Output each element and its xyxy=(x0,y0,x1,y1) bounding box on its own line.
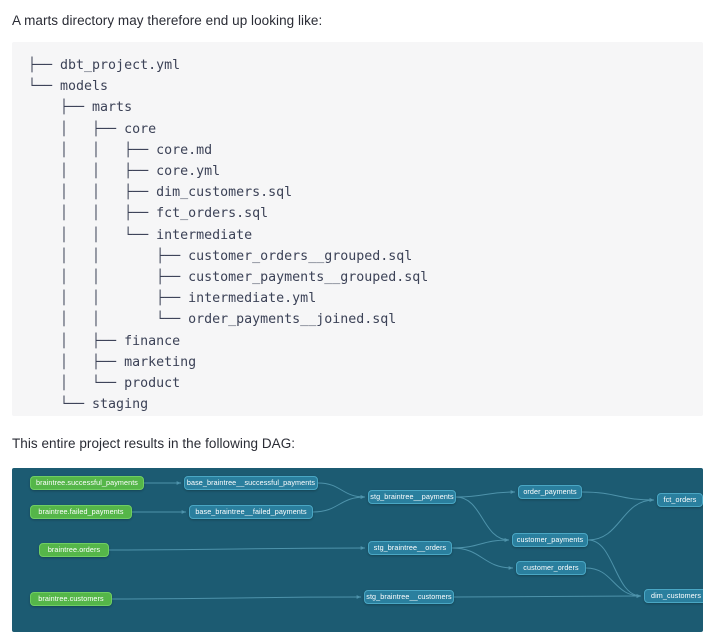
dag-node-src-orders[interactable]: braintree.orders xyxy=(39,543,109,557)
dag-edge-stg_orders-to-customer_orders xyxy=(451,547,514,570)
dag-edge-base_failed-to-stg_payments xyxy=(312,495,366,513)
dag-node-stg-payments[interactable]: stg_braintree__payments xyxy=(368,490,456,504)
dag-node-customer-payments[interactable]: customer_payments xyxy=(512,533,588,547)
dag-node-fct-orders[interactable]: fct_orders xyxy=(657,493,703,507)
dag-diagram[interactable]: braintree.successful_payments braintree.f… xyxy=(12,468,703,632)
dag-node-order-payments[interactable]: order_payments xyxy=(518,485,582,499)
dag-node-stg-orders[interactable]: stg_braintree__orders xyxy=(368,541,452,555)
dag-node-src-customers[interactable]: braintree.customers xyxy=(30,592,112,606)
dag-edge-stg_payments-to-customer_payments xyxy=(455,496,510,542)
dag-edge-customer_payments-to-dim_customers xyxy=(587,539,642,598)
dag-node-src-failed[interactable]: braintree.failed_payments xyxy=(30,505,132,519)
dag-edge-base_successful-to-stg_payments xyxy=(317,482,366,499)
dag-edge-stg_payments-to-order_payments xyxy=(455,490,516,498)
dag-edge-stg_customers-to-dim_customers xyxy=(453,594,642,598)
dag-node-base-successful[interactable]: base_braintree__successful_payments xyxy=(184,476,318,490)
dag-intro-paragraph: This entire project results in the follo… xyxy=(12,436,296,451)
dag-edge-layer xyxy=(108,481,655,600)
dag-node-customer-orders[interactable]: customer_orders xyxy=(516,561,586,575)
dag-edge-order_payments-to-fct_orders xyxy=(581,491,655,502)
dag-edge-src_orders-to-stg_orders xyxy=(108,546,366,551)
dag-node-src-successful[interactable]: braintree.successful_payments xyxy=(30,476,144,490)
dag-edge-src_customers-to-stg_customers xyxy=(111,595,362,600)
dag-node-base-failed[interactable]: base_braintree__failed_payments xyxy=(189,505,313,519)
dag-node-dim-customers[interactable]: dim_customers xyxy=(644,589,703,603)
dag-edge-stg_orders-to-customer_payments xyxy=(451,538,510,549)
dag-edge-customer_orders-to-dim_customers xyxy=(585,567,642,598)
directory-tree-code-block: ├── dbt_project.yml └── models ├── marts… xyxy=(12,42,703,416)
directory-tree-text: ├── dbt_project.yml └── models ├── marts… xyxy=(28,58,429,413)
dag-edge-customer_payments-to-fct_orders xyxy=(587,498,655,541)
intro-paragraph: A marts directory may therefore end up l… xyxy=(12,13,323,28)
dag-node-stg-customers[interactable]: stg_braintree__customers xyxy=(364,590,454,604)
